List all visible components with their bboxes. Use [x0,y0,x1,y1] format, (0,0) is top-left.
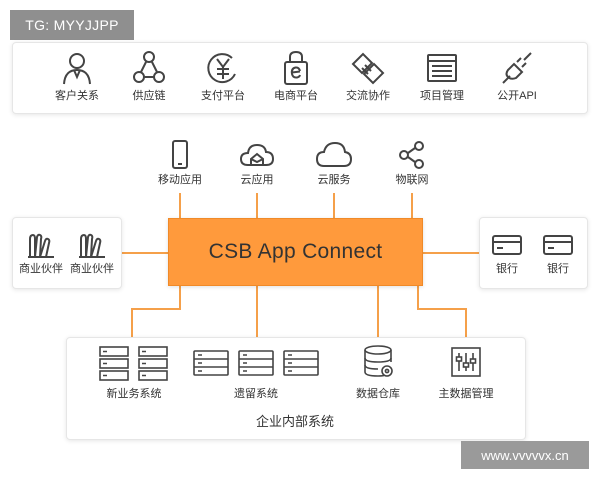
server-icon [193,350,319,376]
csb-title: CSB App Connect [208,240,383,263]
enterprise-internal-panel [66,337,526,440]
item-mobile-app: 移动应用 [145,140,215,187]
item-business-partner-2: 商业伙伴 [57,231,127,276]
item-label: 电商平台 [274,90,318,102]
share-nodes-icon [399,141,424,169]
mobile-phone-icon [172,140,188,169]
group-label-legacy: 遗留系统 [234,388,278,400]
item-collaboration: 交流协作 [333,50,403,103]
item-bank-1: 银行 [472,231,542,276]
cloud-icon [315,141,353,167]
csb-app-connect-box: CSB App Connect [168,218,423,286]
watermark-top-left: TG: MYYJJPP [10,10,134,40]
plug-icon [502,52,532,84]
enterprise-title: 企业内部系统 [255,414,334,429]
item-customer-relations: 客户关系 [42,50,112,103]
item-business-partner-1: 商业伙伴 [6,231,76,276]
item-cloud-service: 云服务 [299,140,369,187]
partner-books-icon [28,233,54,258]
item-label: 公开API [497,90,537,102]
item-bank-2: 银行 [523,231,593,276]
item-label: 云服务 [317,174,351,186]
item-label: 物联网 [395,174,429,186]
yuan-coin-icon [207,53,236,84]
equalizer-icon [451,347,481,377]
person-icon [63,53,91,85]
network-nodes-icon [133,51,165,83]
group-label-data-warehouse: 数据仓库 [356,388,400,400]
partner-books-icon [79,233,105,258]
item-label: 交流协作 [346,90,390,102]
database-icon [364,345,393,377]
browser-window-icon [427,54,457,82]
watermark-bottom-right: www.vvvvvx.cn [461,441,589,469]
item-label: 商业伙伴 [70,263,114,275]
bank-card-icon [543,235,573,255]
item-ecommerce: 电商平台 [261,50,331,103]
item-payment: 支付平台 [188,50,258,103]
item-label: 商业伙伴 [19,263,63,275]
shopping-bag-icon [284,50,308,85]
bank-card-icon [492,235,522,255]
item-label: 供应链 [132,90,166,102]
group-label-new-business: 新业务系统 [106,388,162,400]
handshake-icon [351,52,385,85]
item-label: 银行 [547,263,569,275]
item-label: 支付平台 [201,90,245,102]
cloud-app-icon [239,143,275,166]
item-label: 客户关系 [55,90,99,102]
item-cloud-app: 云应用 [222,140,292,187]
server-rack-icon [99,346,168,381]
item-supply-chain: 供应链 [114,50,184,103]
item-label: 项目管理 [420,90,464,102]
item-label: 云应用 [240,174,274,186]
item-label: 移动应用 [158,174,202,186]
group-label-master-data: 主数据管理 [438,388,494,400]
item-project-management: 项目管理 [407,50,477,103]
item-public-api: 公开API [482,50,552,103]
item-iot: 物联网 [377,140,447,187]
item-label: 银行 [496,263,518,275]
